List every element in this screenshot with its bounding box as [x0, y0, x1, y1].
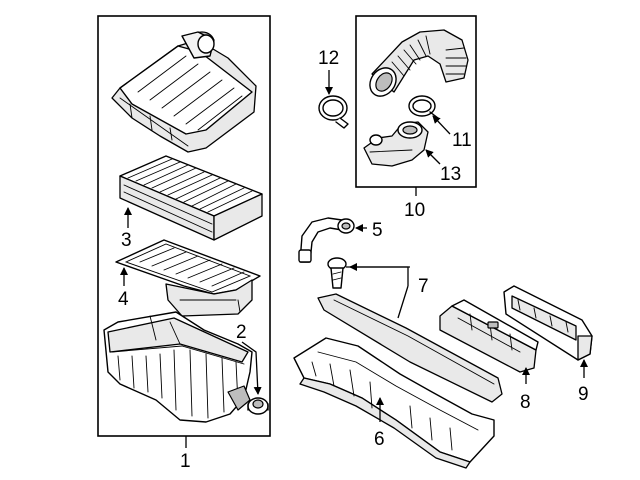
housing-seal[interactable]: [317, 293, 503, 403]
inlet-duct-9[interactable]: [503, 285, 593, 361]
callout-6: 6: [374, 429, 385, 450]
air-cleaner-assembly-frame: [97, 15, 271, 437]
hose-clamp-11[interactable]: [408, 95, 439, 119]
callout-1: 1: [180, 451, 191, 472]
leader-11: [432, 115, 451, 135]
hose-clamp-12[interactable]: [318, 95, 349, 129]
filter-frame-tray[interactable]: [115, 239, 261, 317]
callout-8: 8: [520, 392, 531, 413]
callout-2: 2: [236, 322, 247, 343]
intake-hose[interactable]: [365, 29, 469, 101]
callout-10: 10: [404, 200, 425, 221]
callout-7: 7: [418, 276, 429, 297]
leader-lines: [120, 70, 588, 448]
lower-housing[interactable]: [103, 311, 253, 423]
callout-9: 9: [578, 384, 589, 405]
callout-11: 11: [452, 130, 472, 151]
intake-duct[interactable]: [293, 337, 495, 469]
callout-13: 13: [440, 164, 461, 185]
callout-12: 12: [318, 48, 339, 69]
mounting-bolt[interactable]: [327, 257, 347, 289]
leader-13: [425, 149, 441, 165]
callout-numbers: 1 2 3 4 5 6 7 8 9 10 11 12 13: [118, 48, 589, 472]
grommet-nut[interactable]: [247, 397, 269, 415]
resonator-8[interactable]: [439, 299, 539, 373]
callout-5: 5: [372, 220, 383, 241]
resonator-elbow[interactable]: [363, 121, 429, 167]
callout-4: 4: [118, 289, 129, 310]
air-filter-element[interactable]: [119, 155, 263, 241]
upper-housing-cover[interactable]: [111, 31, 257, 153]
callout-3: 3: [121, 230, 132, 251]
vent-tube[interactable]: [298, 217, 355, 263]
leader-2: [241, 341, 262, 395]
